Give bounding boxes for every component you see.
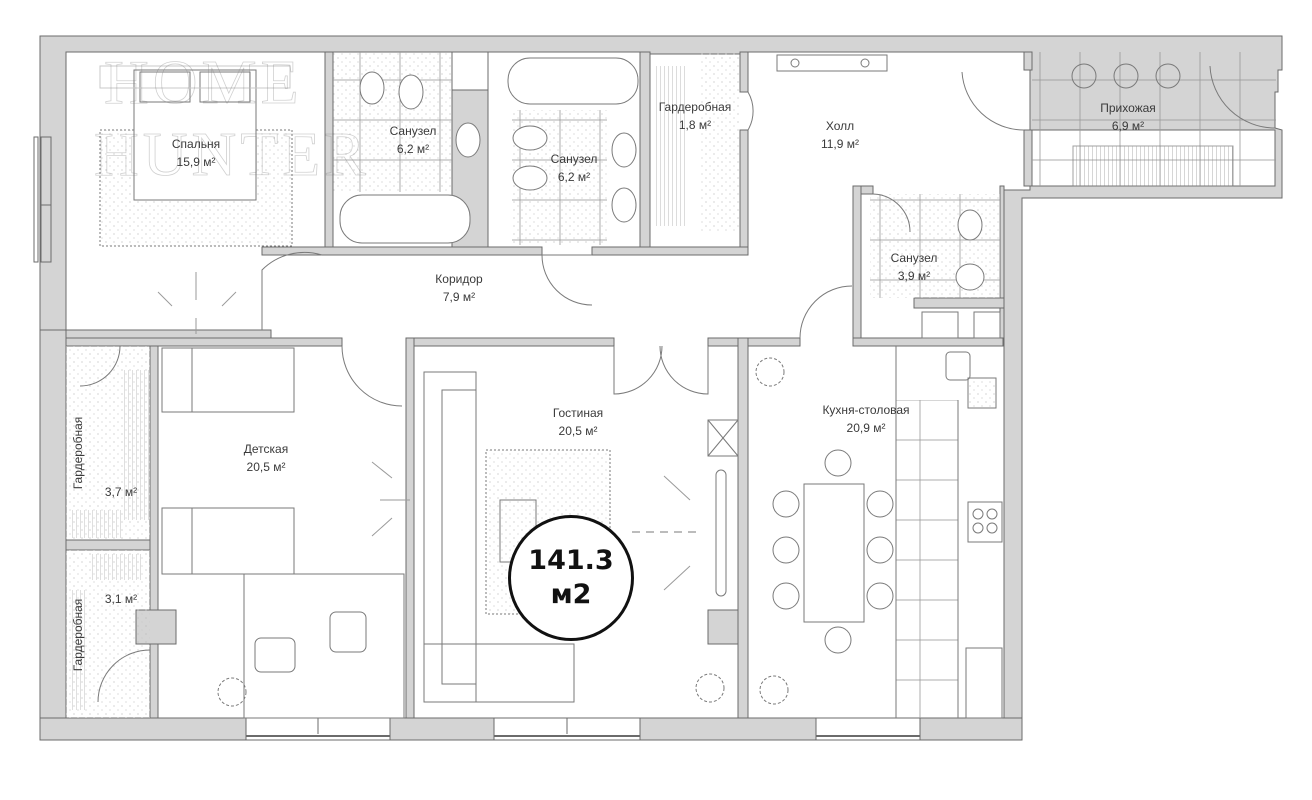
room-label-dressing-2-name: Гардеробная <box>69 417 87 490</box>
room-name: Санузел <box>389 124 437 138</box>
room-area: 6,2 м² <box>396 142 430 156</box>
closet-hatches <box>70 370 150 710</box>
room-area: 15,9 м² <box>176 155 216 169</box>
room-name: Коридор <box>435 272 483 286</box>
room-area: 3,1 м² <box>104 592 138 606</box>
doors <box>79 65 1276 703</box>
room-name: Гардеробная <box>71 416 85 490</box>
room-area: 7,9 м² <box>442 290 476 304</box>
total-area-badge: 141.3 м2 <box>508 515 634 641</box>
bathroom-3-fixtures <box>921 209 1001 339</box>
kids-room-furniture <box>161 347 405 719</box>
room-name: Гардеробная <box>71 598 85 672</box>
room-area: 6,2 м² <box>557 170 591 184</box>
room-name: Санузел <box>550 152 598 166</box>
room-label-bedroom: Спальня 15,9 м² <box>172 135 220 171</box>
room-label-bathroom-3: Санузел 3,9 м² <box>891 249 938 285</box>
window-left <box>33 136 52 263</box>
room-label-corridor: Коридор 7,9 м² <box>435 270 482 306</box>
room-label-dressing-1: Гардеробная 1,8 м² <box>659 98 732 134</box>
room-area: 20,9 м² <box>846 421 886 435</box>
room-name: Санузел <box>890 251 938 265</box>
room-area: 3,7 м² <box>104 485 138 499</box>
room-name: Гостиная <box>552 406 604 420</box>
kitchen-furniture <box>755 346 1003 719</box>
room-name: Холл <box>825 119 855 133</box>
room-label-dressing-3-name: Гардеробная <box>69 599 87 672</box>
total-area-value: 141.3 <box>528 545 614 576</box>
room-area: 11,9 м² <box>820 137 860 151</box>
room-label-living-room: Гостиная 20,5 м² <box>553 404 603 440</box>
windows-bottom <box>245 717 921 741</box>
room-label-dressing-3-area: 3,1 м² <box>105 590 137 608</box>
room-label-entry: Прихожая 6,9 м² <box>1100 99 1156 135</box>
room-label-kitchen-dining: Кухня-столовая 20,9 м² <box>822 401 909 437</box>
room-name: Спальня <box>171 137 221 151</box>
light-rays <box>157 272 691 591</box>
bathroom-1-fixtures <box>339 71 481 244</box>
room-area: 3,9 м² <box>897 269 931 283</box>
room-label-hall: Холл 11,9 м² <box>821 117 859 153</box>
total-area-unit: м2 <box>550 579 592 610</box>
room-label-bathroom-1: Санузел 6,2 м² <box>390 122 437 158</box>
room-name: Кухня-столовая <box>822 403 910 417</box>
bathroom-2-fixtures <box>507 57 639 223</box>
room-label-dressing-2-area: 3,7 м² <box>105 483 137 501</box>
living-room-doors <box>613 345 709 395</box>
room-label-bathroom-2: Санузел 6,2 м² <box>551 150 598 186</box>
hall-strip <box>776 54 888 72</box>
dressing-1-shelves <box>655 66 685 226</box>
room-name: Прихожая <box>1100 101 1156 115</box>
room-label-kids-room: Детская 20,5 м² <box>244 440 288 476</box>
entry-fixtures <box>1071 63 1234 187</box>
bedroom-furniture <box>99 65 293 247</box>
room-name: Детская <box>243 442 289 456</box>
room-area: 1,8 м² <box>678 118 712 132</box>
room-area: 6,9 м² <box>1111 119 1145 133</box>
room-name: Гардеробная <box>658 100 732 114</box>
room-area: 20,5 м² <box>246 460 286 474</box>
room-area: 20,5 м² <box>558 424 598 438</box>
